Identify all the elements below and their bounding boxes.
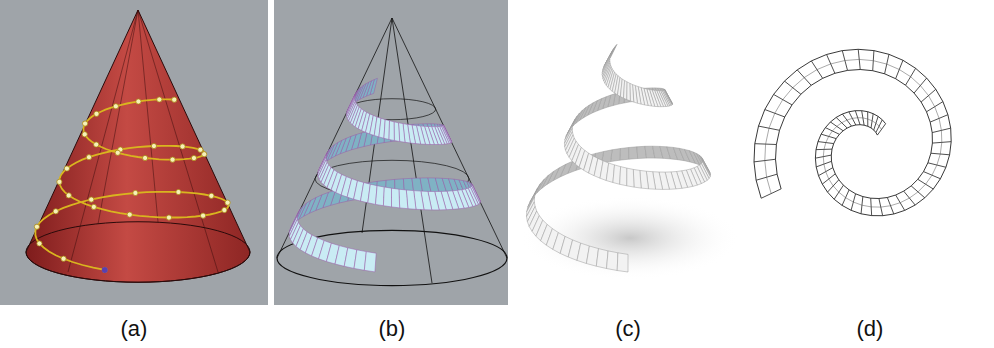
control-point — [82, 132, 87, 137]
strip-facet — [389, 121, 394, 141]
cone-edge — [392, 18, 507, 258]
strip-facet — [384, 120, 390, 140]
render-shadow — [520, 196, 740, 280]
viewport-background — [274, 0, 508, 305]
strip-facet — [596, 249, 608, 269]
panel-label: (c) — [584, 316, 672, 342]
control-point — [113, 104, 118, 109]
control-point — [133, 190, 138, 195]
control-point — [180, 144, 185, 149]
control-point — [151, 143, 156, 148]
cone-edge — [392, 18, 432, 283]
wireframe-cone-strip — [277, 18, 507, 286]
mesh-outer-edge — [754, 49, 951, 215]
strip-facet — [620, 148, 629, 161]
strip-facet — [633, 169, 641, 188]
control-point — [34, 224, 39, 229]
control-point — [202, 152, 207, 157]
control-point — [136, 99, 141, 104]
flat-development-mesh — [754, 49, 951, 215]
control-point — [66, 193, 71, 198]
strip-facet — [364, 252, 376, 272]
control-point — [157, 97, 162, 102]
strip-facet — [383, 187, 391, 207]
viewport-background — [0, 0, 268, 305]
control-point — [57, 179, 62, 184]
control-point — [127, 212, 132, 217]
control-point — [222, 207, 227, 212]
strip-facet — [613, 165, 621, 184]
control-point — [94, 142, 99, 147]
control-point — [83, 121, 88, 126]
isocurve — [68, 10, 138, 272]
mesh-midline — [765, 59, 942, 207]
mesh-inner-edge — [776, 70, 933, 199]
isocurve — [138, 10, 158, 222]
cone-edge — [277, 18, 392, 258]
control-point — [172, 97, 177, 102]
isocurve — [98, 10, 138, 224]
strip-facet — [617, 253, 628, 272]
control-point — [86, 155, 91, 160]
strip-facet — [537, 175, 549, 193]
control-point — [91, 204, 96, 209]
panel-label: (d) — [826, 316, 914, 342]
control-point — [94, 111, 99, 116]
control-point — [64, 166, 69, 171]
control-point — [176, 189, 181, 194]
cone-surface — [26, 10, 250, 282]
control-point — [166, 215, 171, 220]
control-point — [191, 155, 196, 160]
panel-label: (b) — [348, 316, 436, 342]
control-point — [37, 241, 42, 246]
strip-facet — [627, 82, 631, 101]
strip-facet — [394, 122, 400, 142]
control-point — [170, 157, 175, 162]
control-point — [225, 200, 230, 205]
control-point — [115, 150, 120, 155]
control-point — [142, 155, 147, 160]
rendered-strip — [527, 44, 711, 272]
control-point — [61, 256, 66, 261]
cone-base — [26, 222, 250, 282]
control-point — [102, 267, 107, 272]
control-point — [53, 209, 58, 214]
strip-facet — [629, 147, 638, 159]
cone-with-curve — [26, 10, 250, 282]
strip-facet — [392, 188, 400, 208]
control-point — [209, 193, 214, 198]
strip-facet — [607, 251, 618, 271]
isocurve — [138, 10, 218, 272]
strip-facet — [620, 167, 627, 186]
panel-label: (a) — [90, 316, 178, 342]
strip-facet — [399, 189, 408, 209]
strip-facet — [376, 186, 385, 206]
strip-facet — [624, 81, 628, 100]
cone-ring — [277, 230, 507, 285]
start-point — [102, 267, 108, 273]
strip-facet — [627, 168, 634, 187]
control-point — [198, 147, 203, 152]
control-point — [200, 213, 205, 218]
control-point — [89, 197, 94, 202]
spiral-curve — [35, 99, 228, 270]
